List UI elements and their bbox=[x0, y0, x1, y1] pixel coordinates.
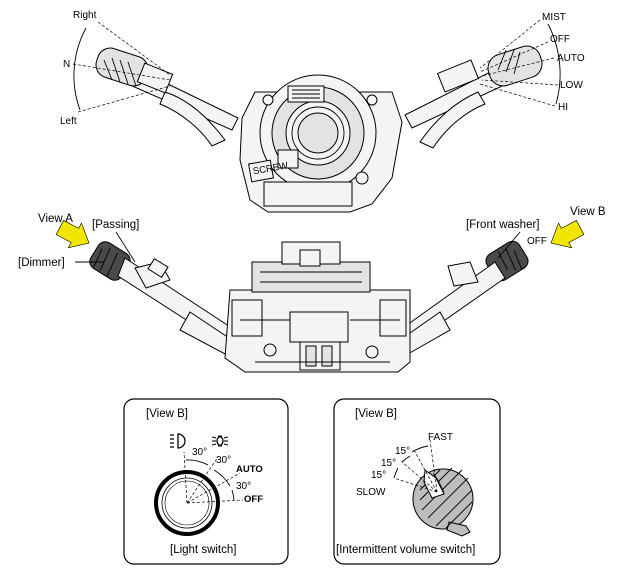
ray-slow bbox=[393, 477, 438, 493]
label-low: LOW bbox=[560, 80, 583, 91]
top-left-lever bbox=[95, 47, 239, 147]
light-switch-panel: [View B] bbox=[123, 398, 289, 565]
light-angle-1: 30° bbox=[192, 447, 207, 458]
wiper-angle-3: 15° bbox=[371, 470, 386, 481]
label-right: Right bbox=[73, 10, 97, 21]
wiper-slow: SLOW bbox=[356, 487, 386, 498]
light-off: OFF bbox=[244, 494, 263, 505]
wiper-angle-1: 15° bbox=[395, 446, 410, 457]
ray-2 bbox=[401, 461, 438, 493]
label-dimmer: [Dimmer] bbox=[18, 257, 65, 269]
ray-off bbox=[186, 499, 244, 504]
ray-3 bbox=[413, 449, 438, 493]
parking-lamp-icon bbox=[211, 435, 229, 447]
wiper-switch-panel: [View B] FAST 15° 15° 15° SLOW [Intermit… bbox=[333, 398, 501, 565]
light-auto: AUTO bbox=[236, 464, 263, 475]
label-hi: HI bbox=[558, 102, 568, 113]
label-view-b: View B bbox=[570, 206, 606, 218]
headlamp-icon bbox=[170, 433, 186, 449]
label-off: OFF bbox=[550, 34, 570, 45]
light-view-label: [View B] bbox=[146, 408, 188, 420]
light-angle-3: 30° bbox=[236, 481, 251, 492]
clock-spring-housing: SCREW bbox=[239, 74, 403, 213]
middle-left-lever bbox=[89, 241, 239, 355]
label-mist: MIST bbox=[542, 12, 566, 23]
ray-fast bbox=[429, 439, 438, 493]
middle-body bbox=[224, 241, 411, 373]
wiper-angle-2: 15° bbox=[381, 458, 396, 469]
light-caption: [Light switch] bbox=[170, 544, 236, 556]
label-neutral: N bbox=[63, 59, 70, 70]
wiper-caption: [Intermittent volume switch] bbox=[336, 544, 475, 556]
ray-headlamp bbox=[183, 451, 188, 504]
top-left-positions: Right N Left bbox=[60, 10, 171, 127]
ray-parking bbox=[186, 456, 219, 504]
middle-assembly: View A [Passing] [Dimmer] View B [Front … bbox=[18, 206, 606, 373]
label-view-a: View A bbox=[38, 213, 73, 225]
top-assembly: Right N Left MIST OFF AUTO LOW HI bbox=[60, 10, 585, 213]
wiper-fast: FAST bbox=[428, 432, 453, 443]
label-washer-off: OFF bbox=[527, 236, 547, 247]
view-arrow-icon bbox=[55, 220, 90, 249]
top-right-lever bbox=[404, 45, 543, 149]
top-right-positions: MIST OFF AUTO LOW HI bbox=[479, 12, 585, 113]
middle-right-lever bbox=[399, 240, 529, 355]
label-auto: AUTO bbox=[557, 53, 585, 64]
label-left: Left bbox=[60, 116, 77, 127]
view-arrow-icon bbox=[550, 220, 585, 249]
light-angle-2: 30° bbox=[216, 455, 231, 466]
wiper-view-label: [View B] bbox=[355, 408, 397, 420]
label-front-washer: [Front washer] bbox=[466, 219, 540, 231]
ray-auto bbox=[186, 472, 241, 504]
label-passing: [Passing] bbox=[92, 219, 139, 231]
